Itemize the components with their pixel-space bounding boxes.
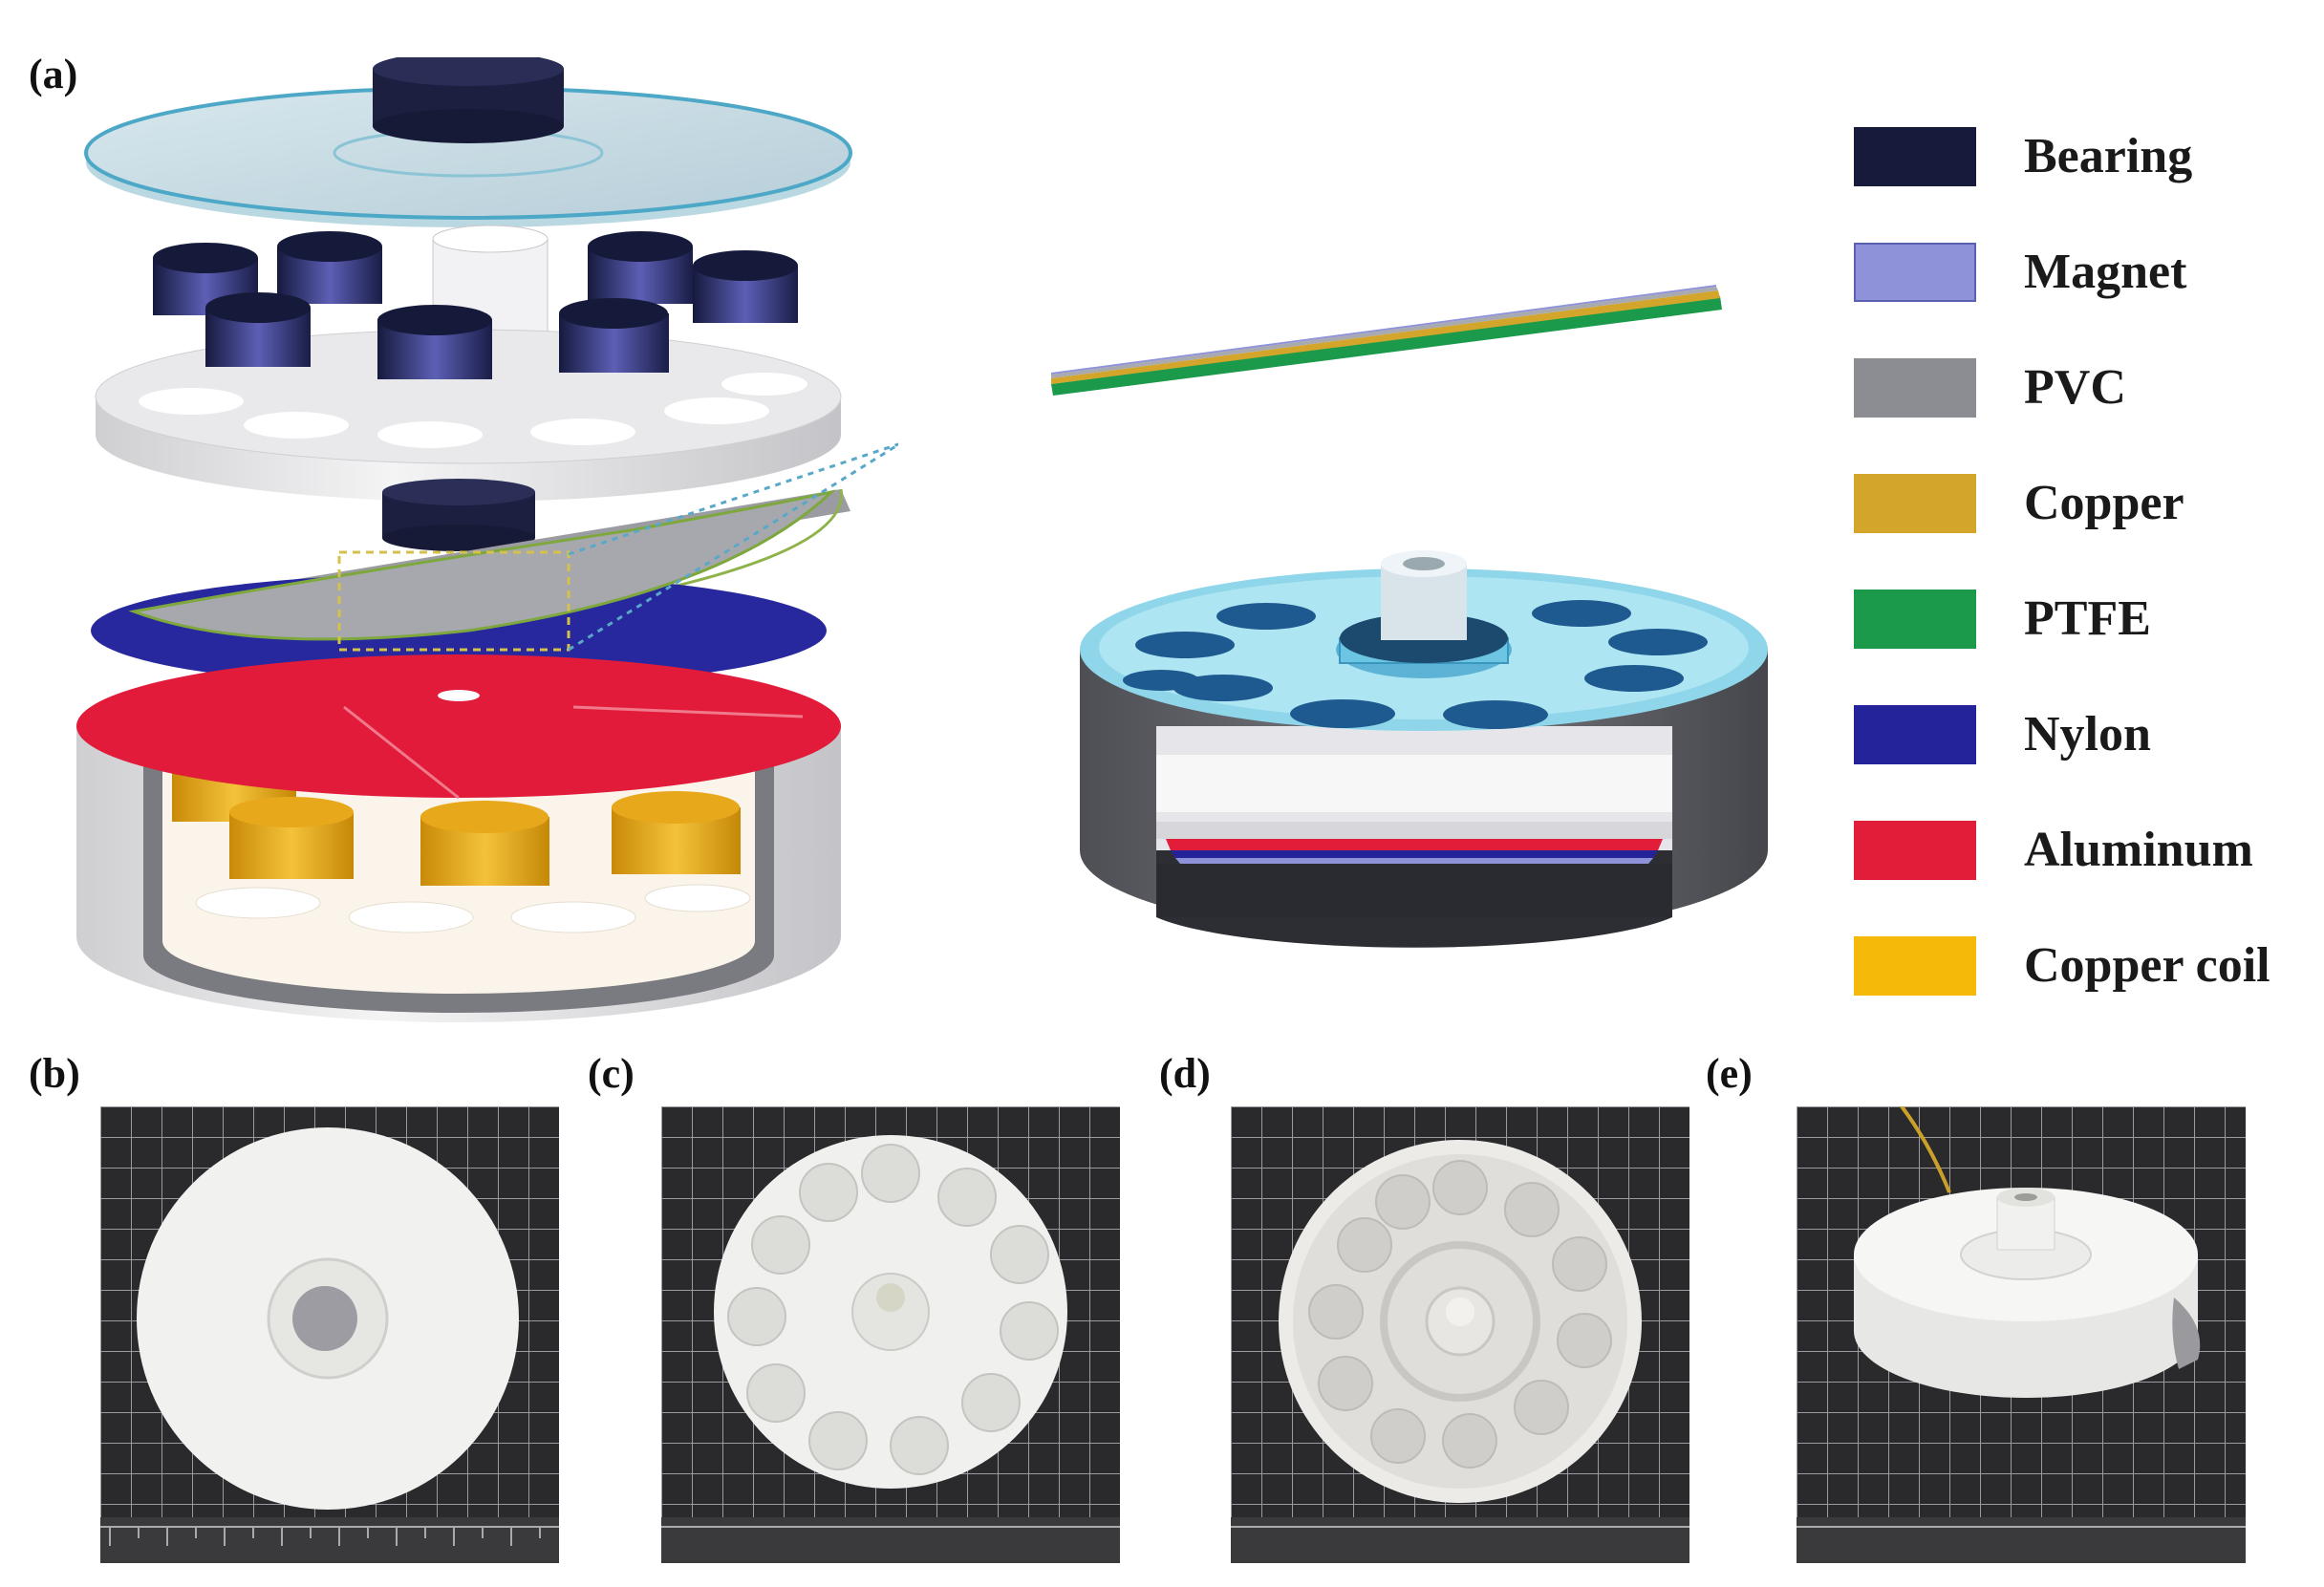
legend-swatch-copper-coil	[1854, 936, 1976, 996]
legend-item-pvc: PVC	[1854, 354, 2303, 420]
assembled-device-cutaway	[1080, 550, 1768, 948]
legend-item-nylon: Nylon	[1854, 700, 2303, 767]
legend-item-copper: Copper	[1854, 469, 2303, 536]
legend-label-copper-coil: Copper coil	[2024, 938, 2270, 993]
legend-label-bearing: Bearing	[2024, 129, 2193, 183]
exploded-device-illustration	[76, 57, 898, 1022]
legend-label-ptfe: PTFE	[2024, 591, 2151, 646]
legend-swatch-aluminum	[1854, 821, 1976, 880]
legend-label-pvc: PVC	[2024, 360, 2126, 415]
coil-holder-photo	[1231, 1106, 1689, 1563]
legend-swatch-nylon	[1854, 705, 1976, 764]
panel-label-e: (e)	[1706, 1050, 1753, 1097]
legend-item-aluminum: Aluminum	[1854, 816, 2303, 883]
legend-label-magnet: Magnet	[2024, 245, 2187, 299]
panel-label-a: (a)	[29, 51, 78, 97]
legend-item-ptfe: PTFE	[1854, 585, 2303, 652]
legend-label-copper: Copper	[2024, 476, 2184, 530]
legend-swatch-ptfe	[1854, 590, 1976, 649]
legend-label-nylon: Nylon	[2024, 707, 2151, 761]
rotor-disc-photo	[100, 1106, 559, 1563]
layered-film-inset	[1051, 285, 1722, 396]
legend-swatch-pvc	[1854, 358, 1976, 418]
legend-item-magnet: Magnet	[1854, 238, 2303, 305]
legend-item-copper-coil: Copper coil	[1854, 932, 2303, 998]
panel-label-d: (d)	[1159, 1050, 1211, 1097]
panel-label-b: (b)	[29, 1050, 80, 1097]
assembled-device-photo	[1797, 1106, 2246, 1563]
panel-label-c: (c)	[588, 1050, 635, 1097]
legend-swatch-bearing	[1854, 127, 1976, 186]
legend-label-aluminum: Aluminum	[2024, 823, 2253, 877]
magnet-holder-photo	[661, 1106, 1120, 1563]
legend-item-bearing: Bearing	[1854, 122, 2303, 189]
legend-swatch-copper	[1854, 474, 1976, 533]
legend-swatch-magnet	[1854, 243, 1976, 302]
